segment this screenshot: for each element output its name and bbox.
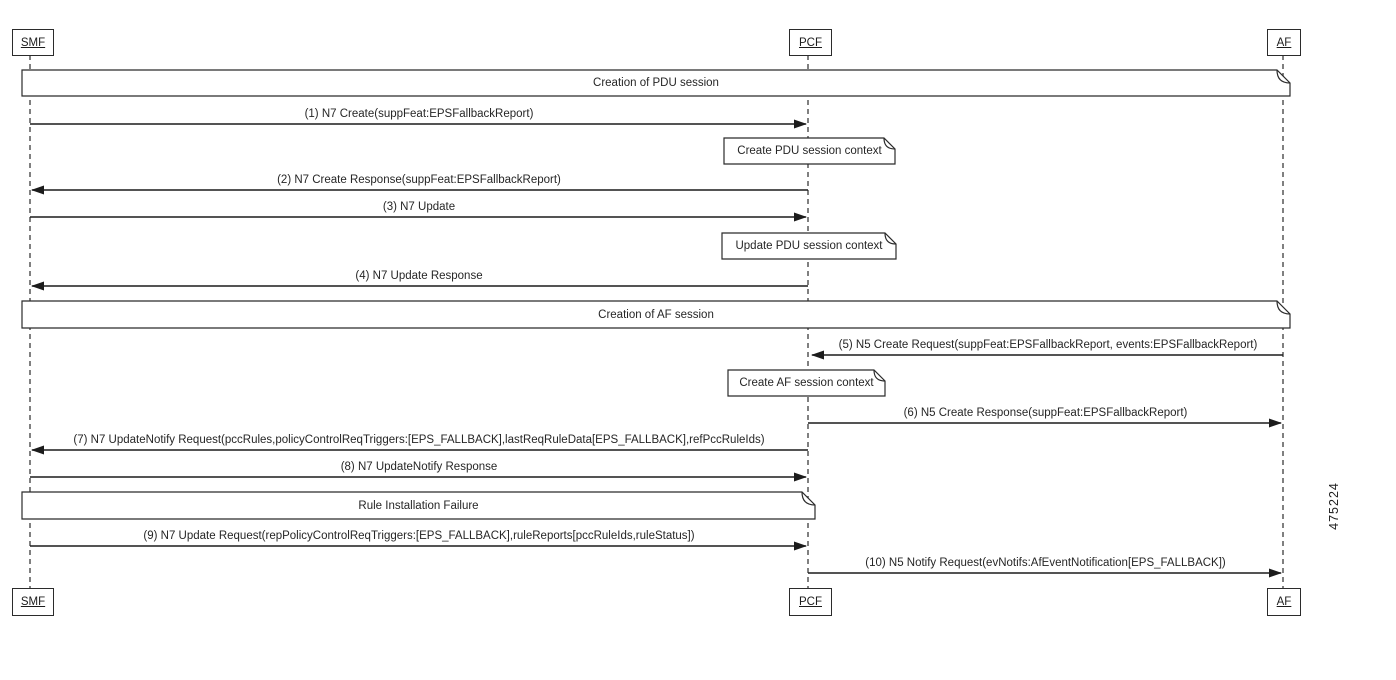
frame-fold-icon <box>801 491 816 506</box>
frame-fold-icon <box>1276 69 1291 84</box>
message-label-2: (2) N7 Create Response(suppFeat:EPSFallb… <box>277 174 561 186</box>
message-label-5: (5) N5 Create Request(suppFeat:EPSFallba… <box>838 339 1258 351</box>
message-label-3: (3) N7 Update <box>382 201 456 213</box>
actor-af-bottom: AF <box>1267 588 1301 616</box>
actor-pcf-bottom: PCF <box>789 588 832 616</box>
frame-creation-af-session <box>21 300 1291 329</box>
message-label-4: (4) N7 Update Response <box>355 270 483 282</box>
frame-title-creation-af-session: Creation of AF session <box>598 309 714 321</box>
message-label-8: (8) N7 UpdateNotify Response <box>340 461 498 473</box>
message-label-9: (9) N7 Update Request(repPolicyControlRe… <box>143 530 695 542</box>
actor-pcf-top: PCF <box>789 29 832 56</box>
actor-smf-top: SMF <box>12 29 54 56</box>
note-text-create-pdu-session-context: Create PDU session context <box>737 145 882 157</box>
note-fold-icon <box>873 369 886 382</box>
message-label-6: (6) N5 Create Response(suppFeat:EPSFallb… <box>903 407 1188 419</box>
note-update-pdu-session-context <box>721 232 897 260</box>
actor-label: AF <box>1276 596 1292 608</box>
frame-creation-pdu-session <box>21 69 1291 97</box>
actor-af-top: AF <box>1267 29 1301 56</box>
note-create-af-session-context <box>727 369 886 397</box>
actor-label: SMF <box>20 36 46 49</box>
note-fold-icon <box>884 232 897 245</box>
actor-label: SMF <box>20 596 46 608</box>
actor-label: PCF <box>799 36 822 49</box>
message-label-7: (7) N7 UpdateNotify Request(pccRules,pol… <box>73 434 765 446</box>
actor-label: PCF <box>799 596 822 608</box>
note-text-create-af-session-context: Create AF session context <box>739 377 874 389</box>
frame-fold-icon <box>1276 300 1291 315</box>
message-label-1: (1) N7 Create(suppFeat:EPSFallbackReport… <box>304 108 534 120</box>
message-label-10: (10) N5 Notify Request(evNotifs:AfEventN… <box>865 557 1226 569</box>
actor-label: AF <box>1276 36 1292 49</box>
note-text-update-pdu-session-context: Update PDU session context <box>735 240 883 252</box>
frame-rule-installation-failure <box>21 491 816 520</box>
note-create-pdu-session-context <box>723 137 896 165</box>
frame-title-rule-installation-failure: Rule Installation Failure <box>358 500 479 512</box>
frame-title-creation-pdu-session: Creation of PDU session <box>593 77 719 89</box>
note-fold-icon <box>883 137 896 150</box>
figure-number: 475224 <box>1327 482 1341 530</box>
actor-smf-bottom: SMF <box>12 588 54 616</box>
